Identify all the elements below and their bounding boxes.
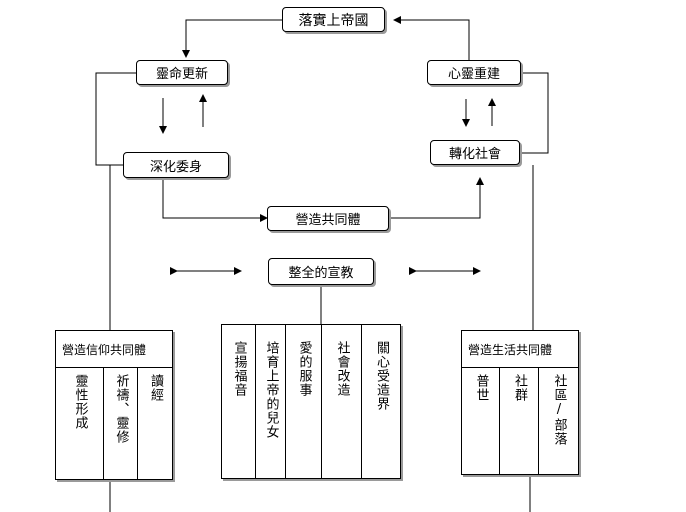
arrow-rebuild-to-top	[393, 16, 470, 60]
node-left-top-label: 靈命更新	[155, 67, 208, 82]
right-table-col-3-text: 社區/部落	[551, 374, 567, 446]
arrow-community-to-transform	[389, 177, 484, 219]
node-right-mid: 轉化社會	[430, 140, 520, 165]
center-table: 宣揚福音 培育上帝的兒女 愛的服事 社會改造 關心受造界	[221, 324, 401, 479]
node-center-mid-label: 營造共同體	[295, 213, 361, 228]
right-table-col-2: 社群	[500, 368, 539, 474]
center-table-col-2-text: 培育上帝的兒女	[263, 341, 279, 439]
node-right-top: 心靈重建	[427, 60, 521, 85]
center-table-col-1-text: 宣揚福音	[231, 341, 247, 397]
node-right-top-label: 心靈重建	[447, 67, 500, 82]
right-table: 營造生活共同體 普世 社群 社區/部落	[461, 330, 579, 475]
center-table-col-5: 關心受造界	[362, 325, 400, 478]
right-table-col-1: 普世	[462, 368, 500, 474]
left-table-col-1-text: 靈性形成	[72, 374, 88, 430]
right-table-col-2-text: 社群	[512, 374, 527, 402]
node-center-low: 整全的宣教	[268, 258, 374, 285]
left-table-col-3: 讀經	[138, 368, 172, 479]
right-bracket-line	[520, 72, 549, 154]
center-table-col-4: 社會改造	[322, 325, 362, 478]
left-table-title: 營造信仰共同體	[56, 331, 172, 368]
node-top-label: 落實上帝國	[298, 12, 369, 29]
center-table-col-2: 培育上帝的兒女	[256, 325, 286, 478]
right-table-col-1-text: 普世	[473, 374, 489, 402]
center-table-col-3-text: 愛的服事	[296, 341, 312, 397]
arrow-top-to-renewal	[182, 19, 282, 58]
node-left-mid: 深化委身	[123, 152, 229, 178]
left-table-col-1: 靈性形成	[56, 368, 104, 479]
node-left-mid-label: 深化委身	[149, 159, 202, 175]
node-left-top: 靈命更新	[136, 60, 228, 85]
left-table-col-2-text: 祈禱、靈修	[113, 374, 129, 444]
left-table: 營造信仰共同體 靈性形成 祈禱、靈修 讀經	[55, 330, 173, 480]
left-table-col-2: 祈禱、靈修	[104, 368, 138, 479]
node-right-mid-label: 轉化社會	[448, 147, 501, 162]
node-center-mid: 營造共同體	[267, 206, 389, 231]
right-table-title: 營造生活共同體	[462, 331, 578, 368]
center-table-col-5-text: 關心受造界	[374, 341, 389, 411]
node-center-low-label: 整全的宣教	[288, 266, 354, 281]
arrow-deepen-to-community	[162, 178, 268, 222]
center-table-col-4-text: 社會改造	[334, 341, 350, 397]
center-table-col-3: 愛的服事	[286, 325, 322, 478]
left-table-col-3-text: 讀經	[148, 374, 163, 402]
right-table-col-3: 社區/部落	[539, 368, 578, 474]
node-top: 落實上帝國	[282, 7, 385, 32]
center-table-col-1: 宣揚福音	[222, 325, 256, 478]
